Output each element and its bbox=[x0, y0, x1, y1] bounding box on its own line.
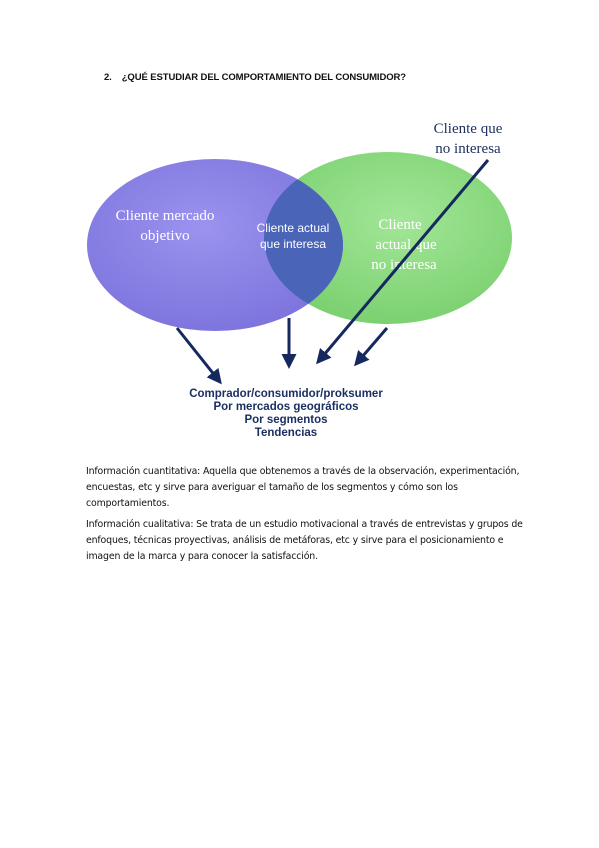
result-line4: Tendencias bbox=[255, 427, 317, 439]
section-heading: 2. ¿QUÉ ESTUDIAR DEL COMPORTAMIENTO DEL C… bbox=[104, 72, 406, 83]
left-circle-label-line1: Cliente mercado bbox=[116, 208, 215, 224]
right-circle-label-line1: Cliente bbox=[378, 217, 422, 233]
intersection-label-line1: Cliente actual bbox=[257, 221, 330, 235]
callout-label-line2: no interesa bbox=[435, 141, 501, 157]
section-title: ¿QUÉ ESTUDIAR DEL COMPORTAMIENTO DEL CON… bbox=[121, 72, 406, 83]
paragraph-quantitative: Información cuantitativa: Aquella que ob… bbox=[86, 466, 520, 509]
section-number: 2. bbox=[104, 72, 112, 83]
callout-label-line1: Cliente que bbox=[434, 121, 503, 137]
venn-diagram: Cliente mercado objetivo Cliente actual … bbox=[87, 121, 512, 439]
arrow-right bbox=[354, 327, 389, 367]
right-circle-label-line3: no interesa bbox=[371, 257, 437, 273]
arrow-left bbox=[175, 327, 222, 385]
result-line3: Por segmentos bbox=[244, 414, 327, 426]
paragraph-qualitative: Información cualitativa: Se trata de un … bbox=[86, 519, 523, 562]
result-line1: Comprador/consumidor/proksumer bbox=[189, 388, 383, 400]
result-line2: Por mercados geográficos bbox=[213, 401, 358, 413]
arrow-callout bbox=[316, 159, 490, 365]
left-circle-label-line2: objetivo bbox=[140, 228, 189, 244]
right-circle-label-line2: actual que bbox=[375, 237, 437, 253]
intersection-label-line2: que interesa bbox=[260, 237, 326, 251]
